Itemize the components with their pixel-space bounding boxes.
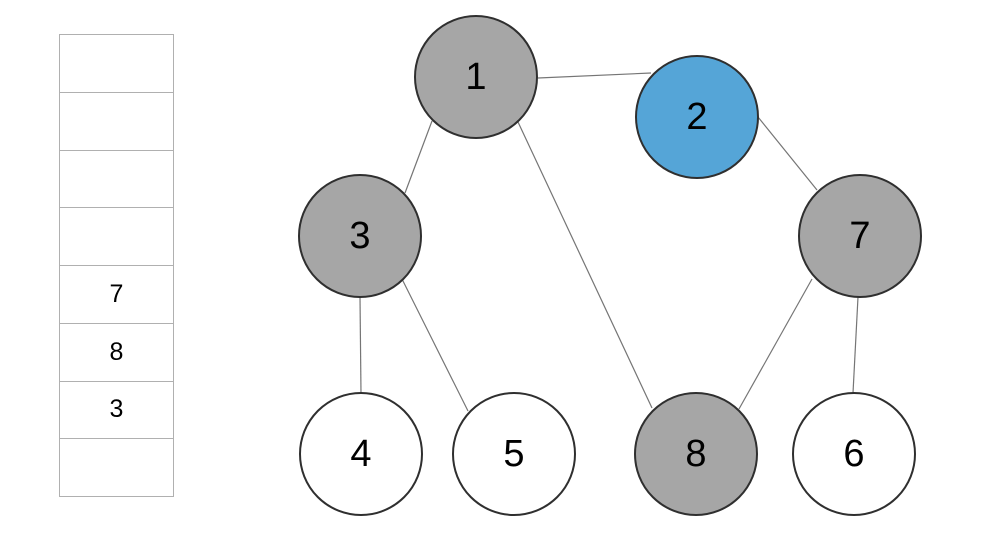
graph-edge-1-3 (404, 120, 433, 194)
graph-node-7[interactable]: 7 (798, 174, 922, 298)
stack-cell-7 (60, 438, 173, 496)
stack-cell-2 (60, 149, 173, 208)
graph-edge-1-2 (537, 72, 652, 79)
graph-node-8[interactable]: 8 (634, 392, 758, 516)
stack-cell-5: 8 (60, 322, 173, 381)
node-circle-visited[interactable] (634, 392, 758, 516)
node-circle-visited[interactable] (414, 15, 538, 139)
graph-node-4[interactable]: 4 (299, 392, 423, 516)
node-circle-unvisited[interactable] (299, 392, 423, 516)
stack-cell-6: 3 (60, 380, 173, 439)
stack-cell-4: 7 (60, 265, 173, 323)
graph-node-2[interactable]: 2 (635, 55, 759, 179)
graph-edge-3-5 (401, 278, 469, 412)
node-circle-unvisited[interactable] (792, 392, 916, 516)
stack-cell-1 (60, 91, 173, 150)
node-circle-visited[interactable] (298, 174, 422, 298)
stack-cell-3 (60, 207, 173, 265)
node-circle-unvisited[interactable] (452, 392, 576, 516)
graph-edge-3-4 (359, 296, 362, 395)
graph-node-5[interactable]: 5 (452, 392, 576, 516)
graph-edge-7-6 (852, 296, 859, 394)
graph-node-3[interactable]: 3 (298, 174, 422, 298)
graph-node-6[interactable]: 6 (792, 392, 916, 516)
graph-edge-7-8 (738, 278, 813, 410)
node-circle-current[interactable] (635, 55, 759, 179)
graph-edge-1-8 (517, 121, 653, 409)
graph-edge-2-7 (757, 116, 818, 191)
node-circle-visited[interactable] (798, 174, 922, 298)
stack-cell-0 (60, 35, 173, 92)
traversal-stack-table: 7 8 3 (59, 34, 174, 497)
graph-node-1[interactable]: 1 (414, 15, 538, 139)
